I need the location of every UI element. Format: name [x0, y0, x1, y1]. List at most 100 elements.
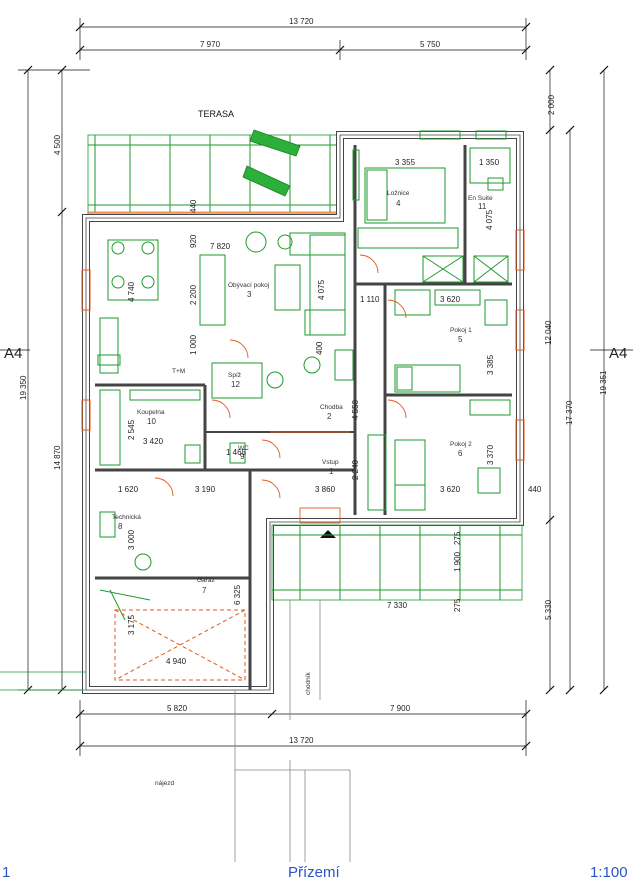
front-pergola: [271, 524, 523, 601]
dim-right-top: 2 000: [547, 94, 556, 115]
left-dimension-lines: [18, 65, 90, 695]
sheet-number: 1: [2, 864, 11, 881]
dim-2240: 2 240: [351, 459, 360, 480]
room-num-pokoj2: 6: [458, 449, 463, 458]
dim-1900: 1 900: [453, 551, 462, 572]
room-name-pokoj2: Pokoj 2: [450, 441, 472, 448]
interior-dimensions: 3 355 1 350 4 075 7 820 920 440 2 200 4 …: [118, 158, 542, 666]
windows: [81, 130, 525, 461]
dim-3175: 3 175: [127, 614, 136, 635]
dim-440b: 440: [528, 485, 542, 494]
garage-door-outline: [114, 609, 246, 681]
dim-bottom-left: 5 820: [167, 704, 188, 713]
room-num-pokoj1: 5: [458, 335, 463, 344]
dim-3620b: 3 620: [440, 485, 461, 494]
dim-4940: 4 940: [166, 657, 187, 666]
dim-4740: 4 740: [127, 281, 136, 302]
dim-3420: 3 420: [143, 437, 164, 446]
sidewalk-label: chodník: [305, 671, 312, 695]
room-num-loznice: 4: [396, 199, 401, 208]
dim-4075a: 4 075: [485, 209, 494, 230]
bedroom-furniture: [357, 167, 464, 283]
dim-top-right: 5 750: [420, 40, 441, 49]
dim-3620a: 3 620: [440, 295, 461, 304]
dim-1620: 1 620: [118, 485, 139, 494]
dim-right-mid2: 17 370: [565, 400, 574, 425]
site-outline: [0, 600, 351, 862]
dim-3860: 3 860: [315, 485, 336, 494]
entrance-arrow-icon: [320, 530, 336, 538]
dim-2200: 2 200: [189, 284, 198, 305]
floor-plan-drawing: 13 720 7 970 5 750 4 500 19 350 14 870 A…: [0, 17, 633, 862]
dim-top-left: 7 970: [200, 40, 221, 49]
wc-toilet-icon: [229, 442, 246, 464]
room-num-technicka: 8: [118, 522, 123, 531]
entry-fixtures: [299, 434, 387, 524]
room-name-chodba: Chodba: [320, 404, 343, 411]
terrace-label: TERASA: [198, 109, 234, 119]
bathroom-fixtures: [99, 389, 201, 466]
room-num-vstup: 1: [329, 467, 334, 476]
room2-furniture: [394, 399, 511, 511]
dim-920: 920: [189, 234, 198, 248]
right-dimension-lines: [545, 65, 609, 695]
building-walls: [82, 131, 524, 694]
driveway-label: nájezd: [155, 780, 175, 787]
room-name-vstup: Vstup: [322, 459, 339, 466]
dim-1465: 1 465: [226, 448, 247, 457]
dim-440: 440: [189, 199, 198, 213]
dim-3190: 3 190: [195, 485, 216, 494]
dim-bottom-total: 13 720: [289, 736, 314, 745]
room-num-garaz: 7: [202, 586, 207, 595]
door-swings: [154, 254, 407, 499]
sunbed-2-icon: [242, 165, 291, 197]
dim-275: 275: [453, 531, 462, 545]
room-name-technicka: Technická: [112, 514, 141, 521]
bottom-dimension-lines: [75, 700, 531, 756]
dim-3000: 3 000: [127, 529, 136, 550]
room-num-chodba: 2: [327, 412, 332, 421]
top-dimension-lines: [75, 18, 531, 60]
tm-label: T+M: [172, 368, 185, 375]
room-num-wc: 9: [240, 452, 245, 461]
room-name-wc: WC: [238, 445, 249, 452]
room-num-spiz: 12: [231, 380, 240, 389]
dim-left-outer: 19 350: [19, 375, 28, 400]
dim-4075b: 4 075: [317, 279, 326, 300]
dim-1000: 1 000: [189, 334, 198, 355]
dim-1350: 1 350: [479, 158, 500, 167]
room-name-loznice: Ložnice: [387, 190, 410, 197]
room-name-en-suite: En Suite: [468, 195, 493, 202]
dim-275b: 275: [453, 598, 462, 612]
dim-top-total: 13 720: [289, 17, 314, 26]
room-name-spiz: Spíž: [228, 372, 241, 379]
room-name-garaz: Garáž: [197, 577, 215, 584]
room-name-koupelna: Koupelna: [137, 409, 165, 416]
sheet-scale: 1:100: [590, 864, 628, 881]
dim-3385: 3 385: [486, 354, 495, 375]
room-num-obyvaci: 3: [247, 290, 252, 299]
living-room-furniture: [97, 231, 354, 381]
dim-3370: 3 370: [486, 444, 495, 465]
en-suite-fixtures: [469, 147, 511, 283]
dim-right-outer: 19 351: [599, 370, 608, 395]
room-num-en-suite: 11: [478, 202, 487, 211]
sheet-title: Přízemí: [288, 864, 340, 881]
terrace-pergola: [87, 134, 339, 218]
room-name-pokoj1: Pokoj 1: [450, 327, 472, 334]
room-num-koupelna: 10: [147, 417, 156, 426]
dim-400: 400: [315, 341, 324, 355]
dim-right-mid: 12 040: [544, 320, 553, 345]
sunbed-1-icon: [249, 129, 301, 157]
section-mark-left: A4: [4, 345, 22, 362]
dim-left-lower: 14 870: [53, 445, 62, 470]
dim-right-bottom: 5 330: [544, 599, 553, 620]
pantry-fixtures: [211, 362, 284, 399]
sheet-footer: 1 Přízemí 1:100: [0, 862, 633, 884]
dim-bottom-right: 7 900: [390, 704, 411, 713]
dim-4550: 4 550: [351, 399, 360, 420]
section-mark-right: A4: [609, 345, 627, 362]
dim-3355: 3 355: [395, 158, 416, 167]
room1-furniture: [394, 289, 508, 393]
dim-7330: 7 330: [387, 601, 408, 610]
